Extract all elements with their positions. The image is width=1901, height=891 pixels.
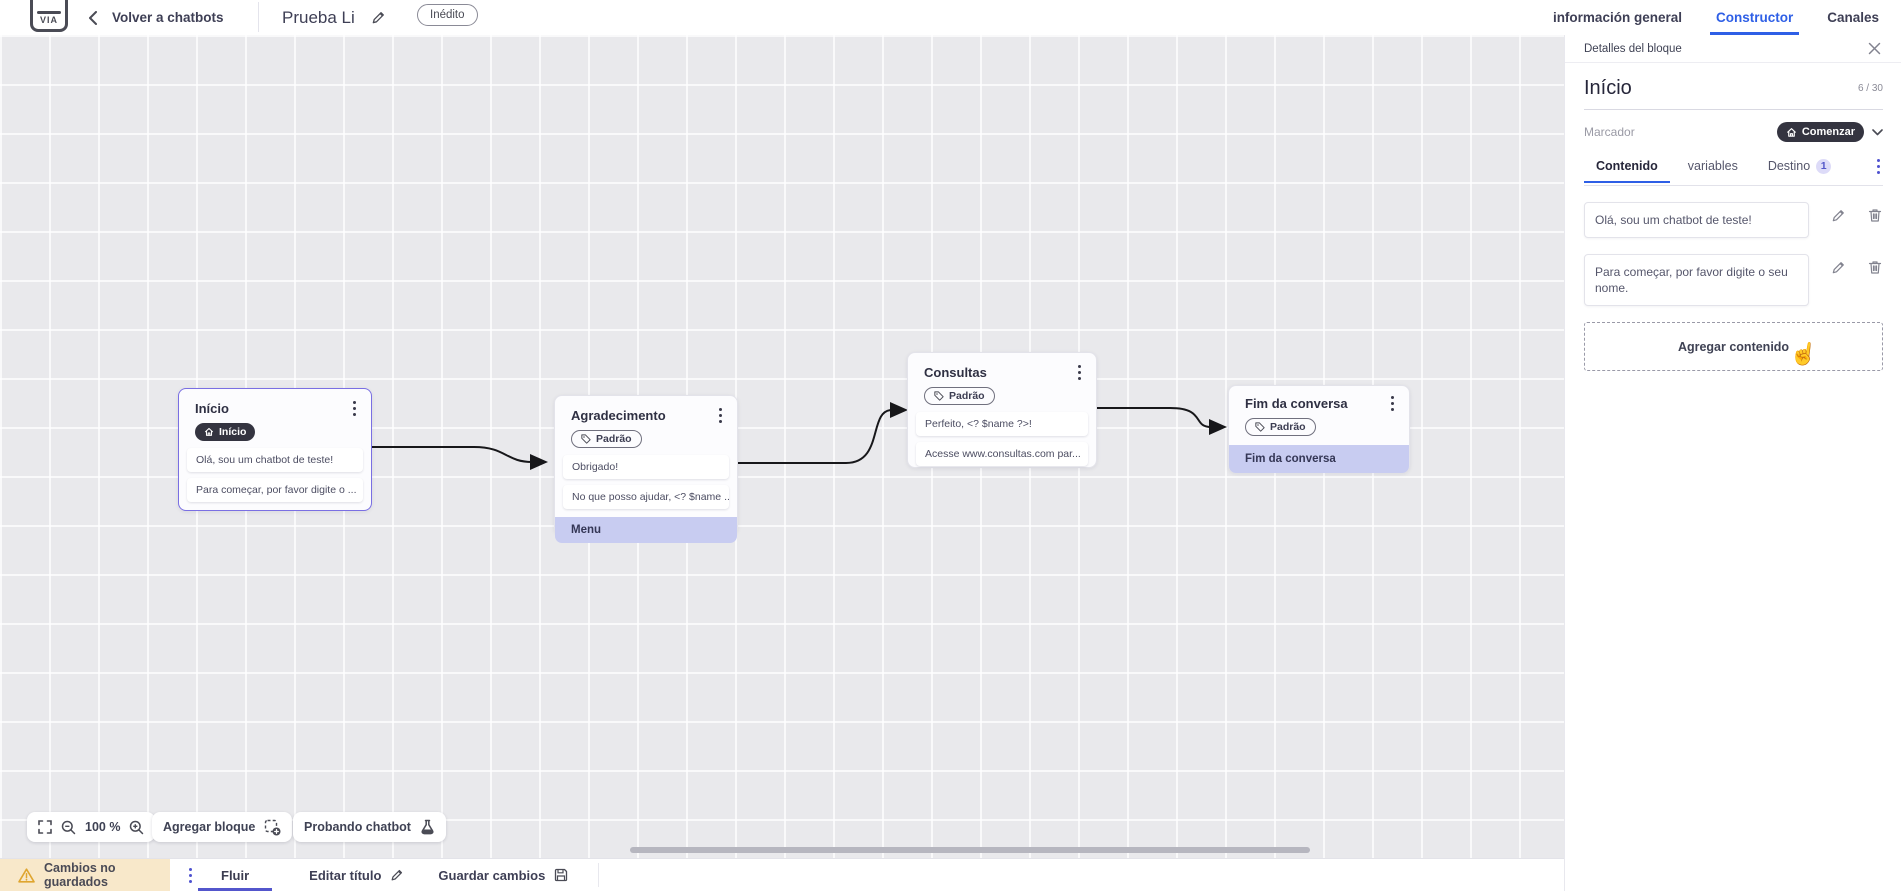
back-label: Volver a chatbots [112,10,224,25]
flow-block-agradecimento[interactable]: Agradecimento Padrão Obrigado! No que po… [554,395,738,543]
default-badge-label: Padrão [1270,421,1306,433]
marker-label: Marcador [1584,125,1635,139]
save-icon [554,868,568,882]
zoom-out-icon[interactable] [61,820,76,835]
tab-contenido[interactable]: Contenido [1584,159,1670,183]
tab-destino[interactable]: Destino 1 [1767,158,1832,183]
bottom-bar: Cambios no guardados Fluir Editar título… [0,858,1564,891]
add-block-label: Agregar bloque [163,820,256,834]
close-icon[interactable] [1868,42,1881,55]
canvas-horizontal-scrollbar[interactable] [630,847,1310,853]
delete-content-icon[interactable] [1868,208,1882,223]
destino-count-badge: 1 [1816,158,1832,174]
block-menu-icon[interactable] [350,398,359,419]
chatbot-title: Prueba Li [282,7,355,27]
tag-icon [934,391,944,401]
edit-title-label: Editar título [309,867,382,883]
tab-informacion-general[interactable]: información general [1552,10,1682,25]
content-item[interactable]: Olá, sou um chatbot de teste! [1584,202,1809,238]
chevron-left-icon [88,10,98,25]
panel-title: Detalles del bloque [1584,42,1682,55]
start-badge-label: Início [219,426,247,438]
status-badge: Inédito [417,4,478,26]
tab-fluir[interactable]: Fluir [195,859,275,891]
block-content-row[interactable]: Perfeito, <? $name ?>! [916,412,1088,436]
unsaved-changes-chip: Cambios no guardados [0,859,170,891]
edit-content-icon[interactable] [1831,260,1846,275]
tag-icon [581,434,591,444]
footer-divider [598,863,600,887]
zoom-toolbar: 100 % [27,812,156,842]
content-item[interactable]: Para começar, por favor digite o seu nom… [1584,254,1809,306]
block-content-row[interactable]: Para começar, por favor digite o ... [187,478,363,502]
flow-block-consultas[interactable]: Consultas Padrão Perfeito, <? $name ?>! … [907,352,1097,468]
test-chatbot-button[interactable]: Probando chatbot [293,812,446,842]
add-block-icon [264,819,281,836]
header-tabs: información general Constructor Canales [1553,0,1879,35]
add-block-button[interactable]: Agregar bloque [152,812,293,842]
chevron-down-icon[interactable] [1872,128,1883,136]
block-menu-icon[interactable] [716,405,725,426]
block-content-row[interactable]: Olá, sou um chatbot de teste! [187,448,363,472]
block-details-panel: Detalles del bloque Início 6 / 30 Marcad… [1564,35,1901,891]
block-title: Consultas [924,365,987,380]
top-header: VIA Volver a chatbots Prueba Li Inédito … [0,0,1901,35]
block-menu-icon[interactable] [1075,362,1084,383]
default-badge: Padrão [571,430,642,448]
marker-select[interactable]: Comenzar [1776,122,1864,142]
default-badge: Padrão [924,387,995,405]
block-name-value: Início [1584,77,1632,99]
panel-tabs: Contenido variables Destino 1 [1584,156,1883,186]
back-to-chatbots[interactable]: Volver a chatbots [88,0,224,35]
block-title: Início [195,401,229,416]
pencil-icon [390,868,404,882]
test-chatbot-label: Probando chatbot [304,820,411,834]
panel-options-icon[interactable] [1874,156,1883,177]
block-content-row[interactable]: Obrigado! [563,455,729,479]
app-logo: VIA [30,0,68,32]
flask-icon [420,819,435,835]
default-badge-label: Padrão [596,433,632,445]
unsaved-changes-label: Cambios no guardados [44,861,116,889]
tag-icon [1255,422,1265,432]
delete-content-icon[interactable] [1868,260,1882,275]
block-content-row[interactable]: Acesse www.consultas.com par... [916,442,1088,466]
flow-block-fim-da-conversa[interactable]: Fim da conversa Padrão Fim da conversa [1228,385,1410,473]
mouse-cursor: ☝ [1788,339,1820,368]
flow-connectors [372,402,1227,470]
tab-constructor[interactable]: Constructor [1709,0,1800,35]
block-button-row[interactable]: Menu [555,517,737,543]
block-button-row[interactable]: Fim da conversa [1229,445,1409,473]
home-icon [204,427,214,437]
block-name-field[interactable]: Início 6 / 30 [1584,77,1883,110]
default-badge-label: Padrão [949,390,985,402]
tab-destino-label: Destino [1767,159,1811,173]
fullscreen-icon[interactable] [38,820,52,834]
home-icon [1786,127,1797,138]
edit-title-icon[interactable] [371,10,386,25]
warning-icon [18,867,35,883]
flow-canvas[interactable]: Início Início Olá, sou um chatbot de tes… [0,35,1564,858]
tab-variables[interactable]: variables [1687,159,1738,173]
block-menu-icon[interactable] [1388,393,1397,414]
add-content-button[interactable]: Agregar contenido [1584,322,1883,371]
marker-value: Comenzar [1801,126,1855,138]
zoom-in-icon[interactable] [129,820,144,835]
block-content-row[interactable]: No que posso ajudar, <? $name ... [563,485,729,509]
edit-content-icon[interactable] [1831,208,1846,223]
tab-canales[interactable]: Canales [1827,10,1879,25]
block-title: Fim da conversa [1245,396,1348,411]
flow-block-inicio[interactable]: Início Início Olá, sou um chatbot de tes… [178,388,372,511]
block-title: Agradecimento [571,408,666,423]
char-counter: 6 / 30 [1857,83,1883,94]
save-changes-label: Guardar cambios [438,867,546,883]
start-badge: Início [195,423,256,441]
edit-title-button[interactable]: Editar título [309,868,404,883]
zoom-level: 100 % [85,820,121,834]
header-divider [258,2,259,32]
default-badge: Padrão [1245,418,1316,436]
flow-options-icon[interactable] [186,865,195,886]
save-changes-button[interactable]: Guardar cambios [438,868,568,883]
